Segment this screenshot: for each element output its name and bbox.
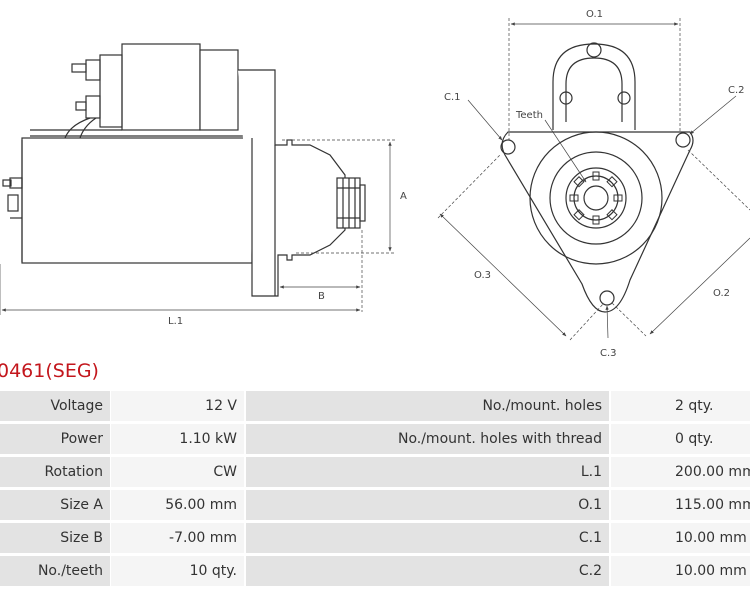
motor-body [21,137,253,264]
spec-label: No./mount. holes with thread [246,424,609,454]
spec-value: 0 qty. [611,424,750,454]
front-view [500,42,694,313]
table-row: Power 1.10 kW No./mount. holes with thre… [0,424,750,454]
side-view [2,43,366,297]
table-row: Size A 56.00 mm O.1 115.00 mm [0,490,750,520]
mounting-lobe-top [552,43,636,130]
dim-label-a: A [400,191,407,202]
dim-label-o2: O.2 [713,288,730,299]
mount-hole-c3 [599,290,615,306]
spec-value: 56.00 mm [111,490,244,520]
spec-value: 115.00 mm [611,490,750,520]
starter-technical-drawing: A B L.1 [0,9,750,359]
spec-value: 10.00 mm [611,523,750,553]
spec-label: L.1 [246,457,609,487]
spec-label: Voltage [0,391,110,421]
spec-label: Power [0,424,110,454]
spec-value: 10.00 mm [611,556,750,586]
dim-label-b: B [318,291,325,302]
mount-hole-c1 [500,139,516,155]
dim-label-teeth: Teeth [515,110,543,121]
spec-value: 10 qty. [111,556,244,586]
table-row: Size B -7.00 mm C.1 10.00 mm [0,523,750,553]
spec-label: No./teeth [0,556,110,586]
specifications-table: Voltage 12 V No./mount. holes 2 qty. Pow… [0,391,750,591]
dim-label-o1: O.1 [586,9,603,20]
part-number-title: 0461(SEG) [0,360,99,382]
mounting-flange [501,131,694,313]
pinion-teeth [569,171,623,225]
spec-value: 2 qty. [611,391,750,421]
spec-label: Size A [0,490,110,520]
spec-label: Rotation [0,457,110,487]
dim-label-c2: C.2 [728,85,745,96]
spec-label: No./mount. holes [246,391,609,421]
spec-value: -7.00 mm [111,523,244,553]
dim-label-l1: L.1 [168,316,183,327]
table-row: Voltage 12 V No./mount. holes 2 qty. [0,391,750,421]
front-dimensions [437,18,750,341]
solenoid [121,43,201,131]
table-row: No./teeth 10 qty. C.2 10.00 mm [0,556,750,586]
spec-value: 1.10 kW [111,424,244,454]
spec-value: 200.00 mm [611,457,750,487]
spec-value: 12 V [111,391,244,421]
spec-label: C.1 [246,523,609,553]
mount-hole-c2 [675,132,691,148]
spec-label: Size B [0,523,110,553]
dim-label-c1: C.1 [444,92,461,103]
side-dimensions [0,139,395,315]
table-row: Rotation CW L.1 200.00 mm [0,457,750,487]
dim-label-o3: O.3 [474,270,491,281]
spec-label: C.2 [246,556,609,586]
dim-label-c3: C.3 [600,348,617,359]
spec-value: CW [111,457,244,487]
spec-label: O.1 [246,490,609,520]
